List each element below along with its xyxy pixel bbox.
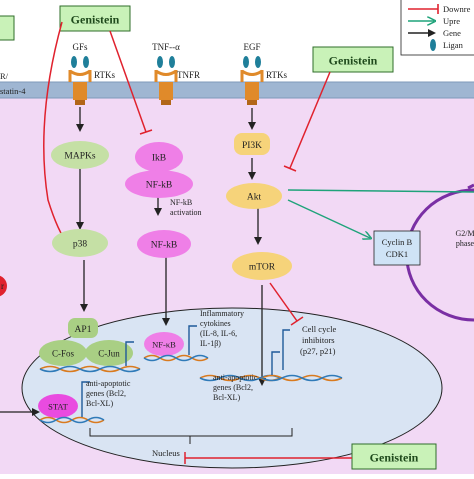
node-ikb-nfkb: IkB NF-kB [125,142,193,198]
node-cjun-label: C-Jun [98,349,120,359]
membrane-label-2: statin-4 [0,86,26,96]
dna-strands [39,354,343,424]
svg-text:Akt: Akt [247,193,262,203]
node-nfkb-nuclear: NF-κB [144,332,184,356]
cell-membrane [0,82,474,98]
svg-text:MAPKs: MAPKs [64,152,95,162]
text-cell-cycle-inhibitors: Cell cycle inhibitors (p27, p21) [300,324,336,356]
svg-text:CDK1: CDK1 [386,249,408,259]
svg-text:(IL-8, IL-6,: (IL-8, IL-6, [200,329,237,338]
gf-receptor: GFs RTKs [68,42,115,105]
nfkb-activation-2: activation [170,208,202,217]
node-cfos-label: C-Fos [52,349,75,359]
node-nfkb-complex-label: NF-kB [146,181,172,191]
svg-text:Genistein: Genistein [329,54,378,68]
phase-label-1: G2/M [455,229,474,238]
svg-text:NF-kB: NF-kB [151,241,177,251]
nucleus-bracket [89,428,293,444]
tnf-receptor: TNF--α TNFR [152,42,200,105]
nucleus-label: Nucleus [152,448,180,458]
gene-arrows [81,325,290,417]
membrane-label-1: R/ [0,71,9,81]
svg-text:IL-1β): IL-1β) [200,339,221,348]
svg-text:Genistein: Genistein [370,451,419,465]
node-nfkb: NF-kB [137,230,191,258]
node-stat: STAT [38,394,78,418]
svg-text:anti-apoptotic: anti-apoptotic [86,379,131,388]
svg-text:mTOR: mTOR [249,263,276,273]
svg-text:STAT: STAT [48,402,68,412]
svg-text:anti-apoptotic: anti-apoptotic [213,373,258,382]
text-anti-apoptotic-mid: anti-apoptotic genes (Bcl2, Bcl-XL) [213,373,258,402]
legend: Downre Upre Gene Ligan [400,0,474,56]
activation-arrows [0,107,266,416]
legend-upregulate: Upre [443,16,460,26]
svg-text:Inflammatory: Inflammatory [200,309,244,318]
nfkb-activation-1: NF-kB [170,198,192,207]
svg-text:Genistein: Genistein [71,13,120,27]
gf-ligand-label: GFs [72,42,88,52]
node-mapks: MAPKs [51,141,109,169]
legend-ligand: Ligan [443,40,464,50]
genistein-box-right: Genistein [312,46,394,73]
egf-receptor-label: RTKs [266,70,287,80]
svg-text:PI3K: PI3K [242,141,262,151]
egf-ligand-label: EGF [243,42,260,52]
svg-text:(p27, p21): (p27, p21) [300,346,336,356]
svg-text:inhibitors: inhibitors [302,335,335,345]
gf-receptor-label: RTKs [94,70,115,80]
text-anti-apoptotic-left: anti-apoptotic genes (Bcl2, Bcl-XL) [86,379,131,408]
node-akt: Akt [226,183,282,209]
genistein-box-partial [0,15,15,41]
node-ap1-label: AP1 [75,325,92,335]
text-inflammatory-cytokines: Inflammatory cytokines (IL-8, IL-6, IL-1… [200,309,244,348]
genistein-box-bottom: Genistein [351,443,437,470]
svg-text:Cyclin B: Cyclin B [382,237,413,247]
node-mtor: mTOR [232,252,292,280]
node-p38: p38 [52,229,108,257]
svg-text:NF-κB: NF-κB [152,340,176,350]
legend-gene: Gene [443,28,461,38]
legend-downregulate: Downre [443,4,471,14]
node-partial-left: r [0,275,7,297]
svg-text:p38: p38 [73,240,88,250]
phase-label-2: phase [456,239,474,248]
upregulation-arrows [287,189,474,238]
svg-text:genes (Bcl2,: genes (Bcl2, [213,383,253,392]
svg-text:cytokines: cytokines [200,319,231,328]
svg-text:Bcl-XL): Bcl-XL) [86,399,113,408]
node-ikb-label: IkB [152,154,166,164]
genistein-box-top: Genistein [59,5,131,32]
svg-text:Cell cycle: Cell cycle [302,324,336,334]
node-ap1-complex: AP1 C-Fos C-Jun [39,318,133,366]
svg-text:genes (Bcl2,: genes (Bcl2, [86,389,126,398]
node-cyclin-b-cdk1: Cyclin B CDK1 [373,230,421,266]
tnf-receptor-label: TNFR [177,70,200,80]
egf-receptor: EGF RTKs [240,42,287,105]
node-pi3k: PI3K [234,133,270,155]
tnf-ligand-label: TNF--α [152,42,180,52]
svg-text:Bcl-XL): Bcl-XL) [213,393,240,402]
svg-text:r: r [1,281,4,291]
